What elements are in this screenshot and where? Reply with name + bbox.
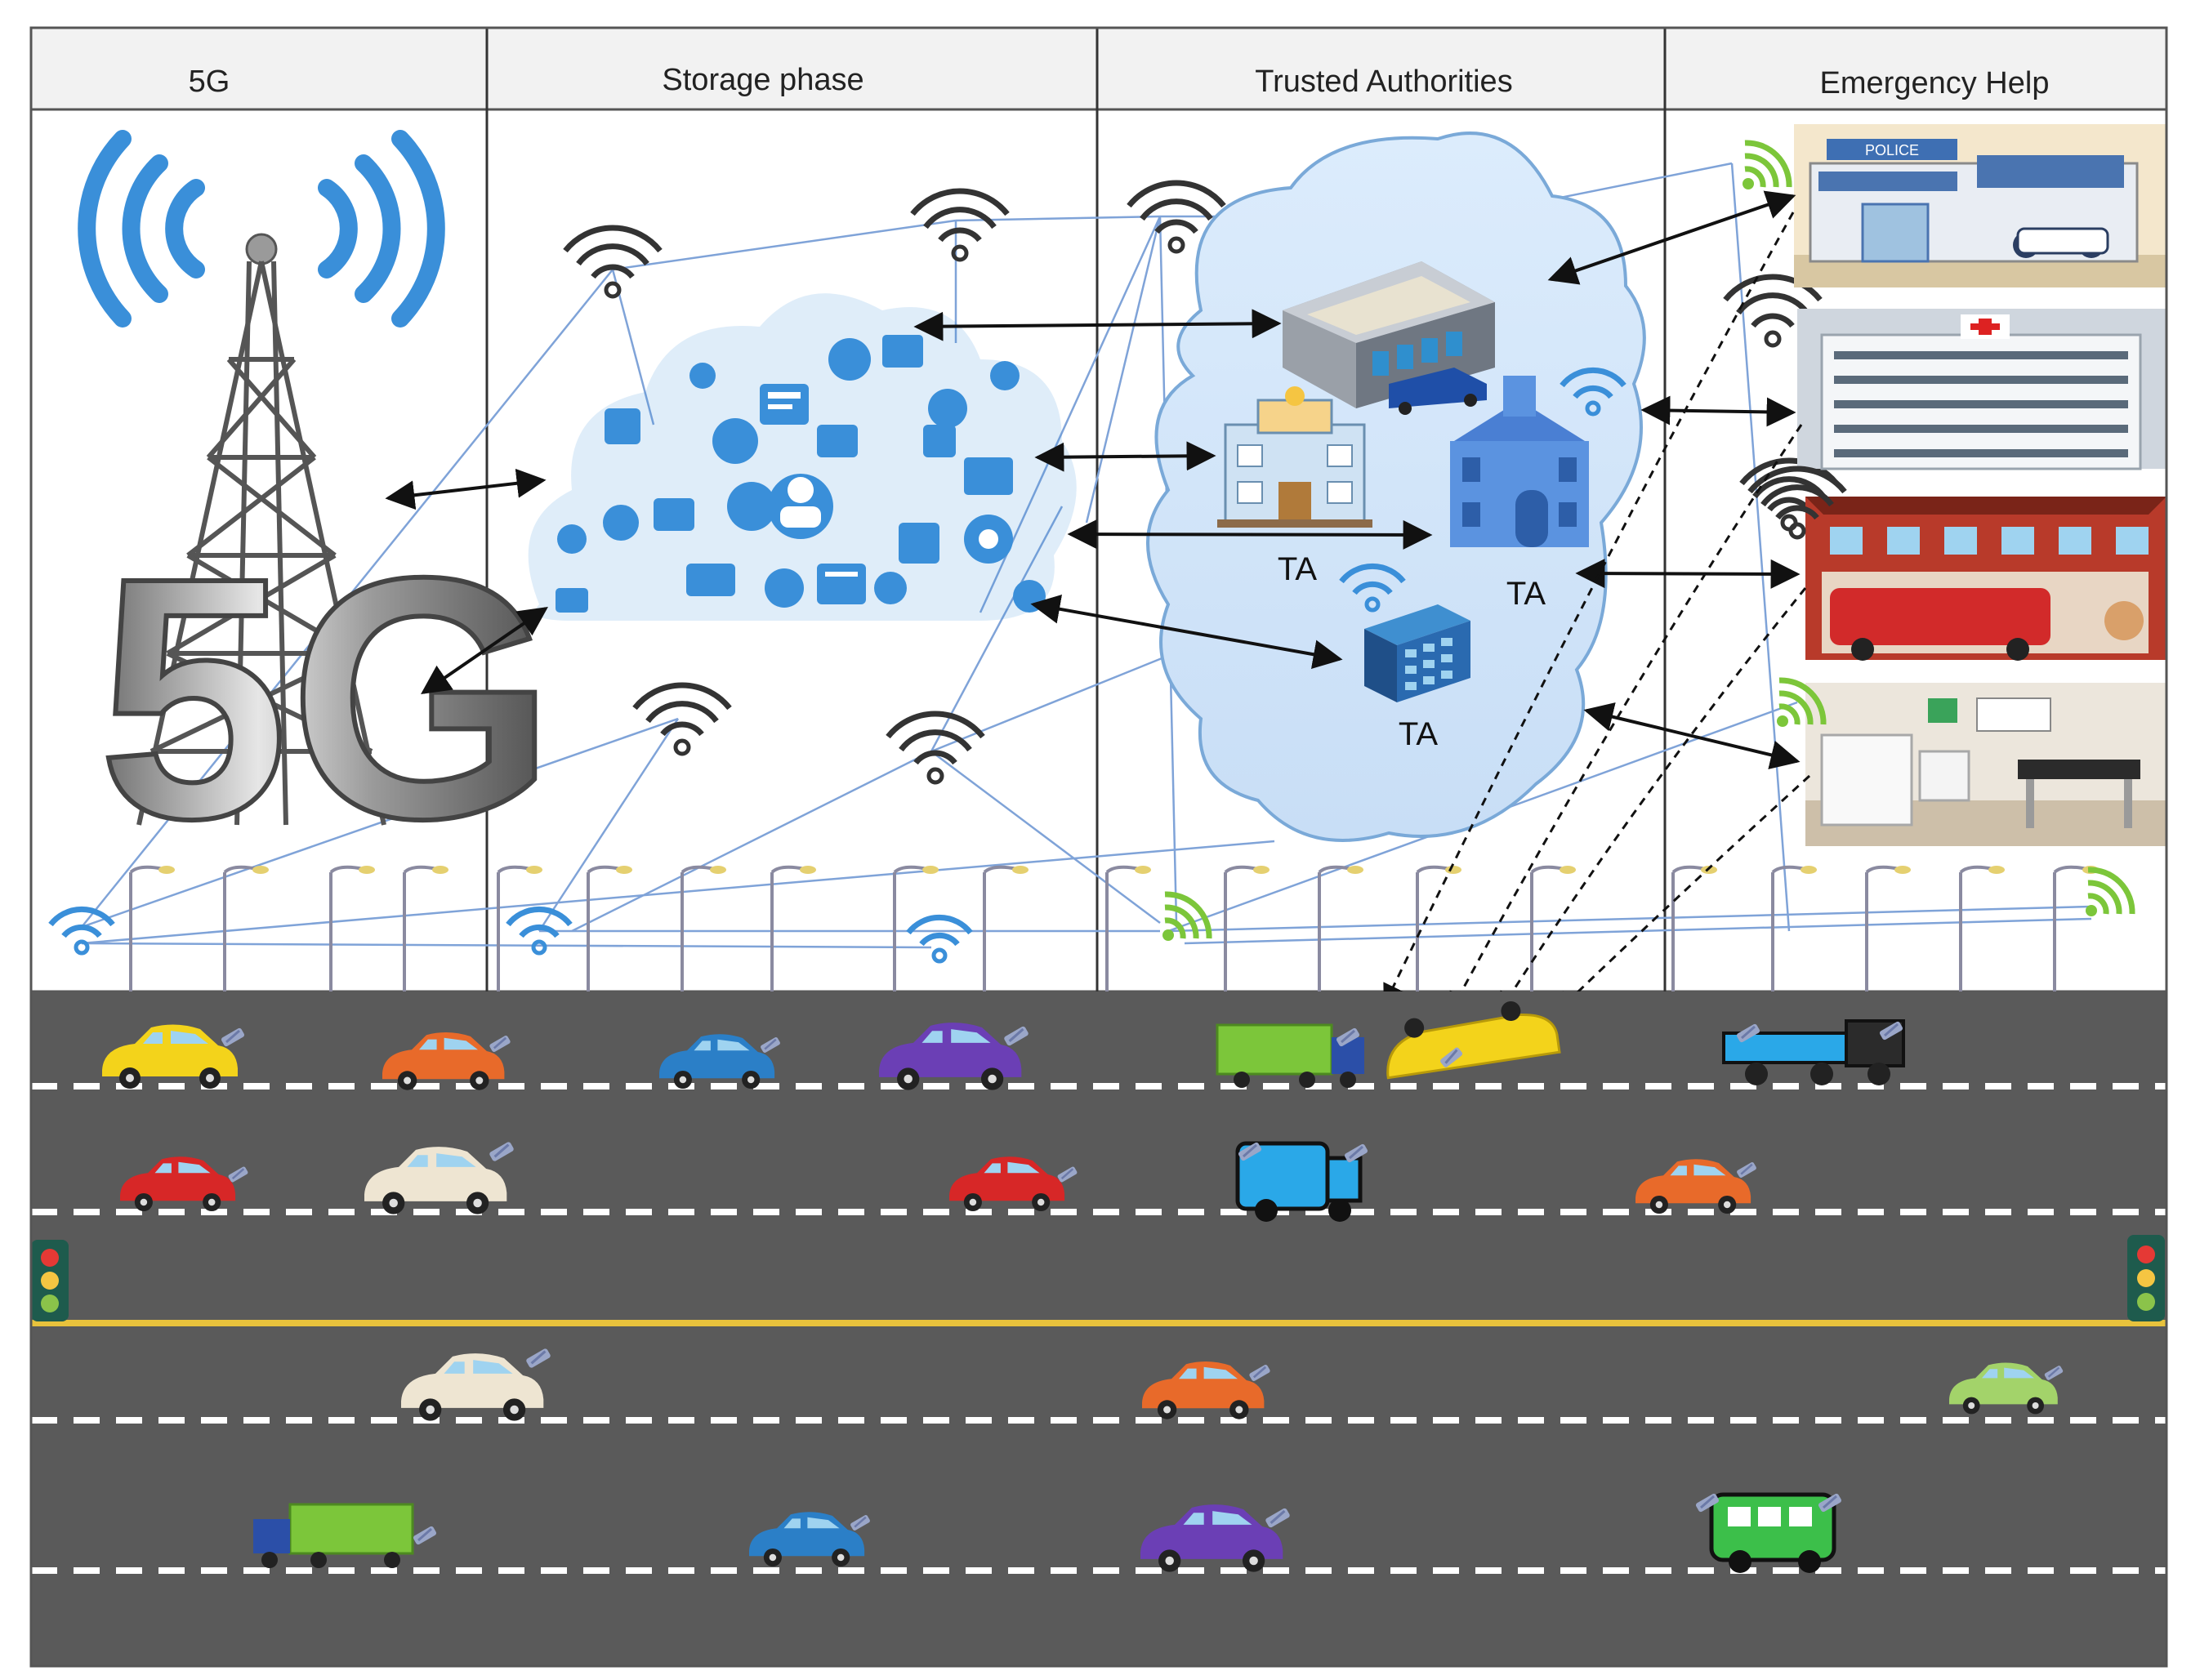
vehicle [1235,1140,1370,1222]
header-5g: 5G [189,65,230,99]
outer-border [29,26,2168,1668]
storage-cloud [528,293,1077,621]
5g-tower: 5G [78,130,558,893]
header-storage-phase: Storage phase [662,63,863,97]
tower-5g-label: 5G [98,507,556,890]
ta-building-datacenter [1364,604,1470,702]
ta-label-1: TA [1278,551,1317,587]
header-emergency-help: Emergency Help [1820,66,2050,100]
vehicle [1693,1491,1844,1573]
traffic-light-left [31,1240,69,1321]
fire-station [1805,497,2166,661]
clinic [1805,683,2166,846]
vehicle [1722,1019,1905,1085]
emergency-dispatch-arrows [1383,212,1811,1015]
ta-building-office [1283,261,1495,415]
communication-arrows [385,190,1801,769]
truck [253,1503,439,1568]
traffic-light-right [2127,1235,2165,1321]
header-trusted-authorities: Trusted Authorities [1255,65,1512,99]
accident-vehicle [1386,1000,1561,1080]
ta-building-hall [1450,376,1589,547]
ta-label-2: TA [1506,576,1546,612]
road [31,992,2166,1666]
hospital [1797,309,2166,470]
police-station: POLICE [1794,124,2166,287]
ta-label-3: TA [1399,716,1438,752]
truck [1216,1023,1364,1088]
police-sign: POLICE [1865,142,1919,158]
